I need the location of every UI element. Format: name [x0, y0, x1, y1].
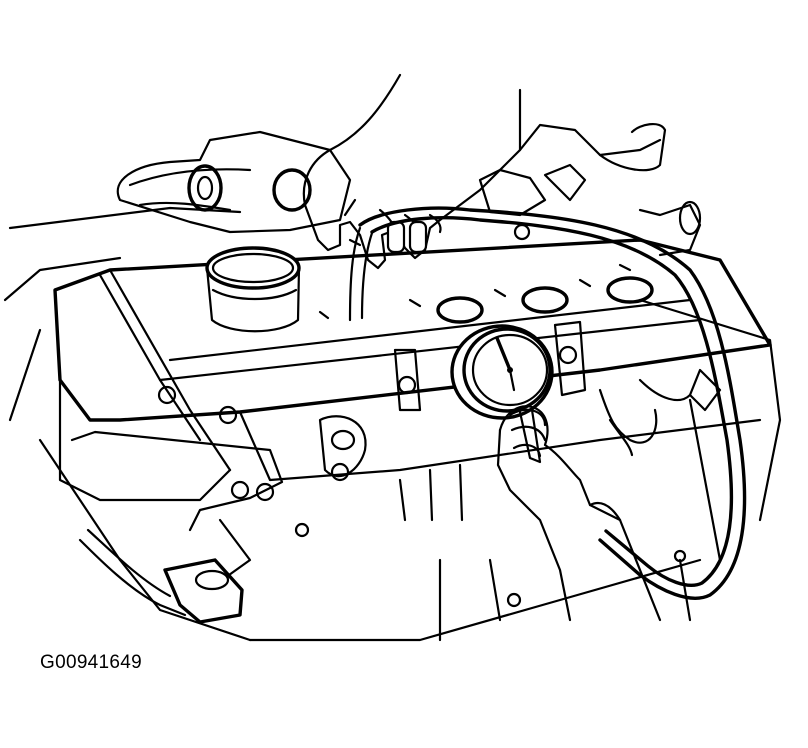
vacuum-hose: [78, 528, 187, 617]
figure-id-label: G00941649: [40, 652, 143, 673]
cover-bolts: [157, 320, 687, 608]
ignition-coil-assembly: [478, 123, 702, 257]
engine-body-outline: [3, 206, 782, 642]
exhaust-manifold: [398, 368, 722, 522]
throttle-body: [116, 130, 352, 234]
engine-bracket: [70, 415, 367, 624]
lower-hand: [496, 405, 662, 622]
upper-hand: [302, 73, 522, 270]
valve-cover: [53, 238, 772, 502]
spark-plug-wells: [318, 223, 654, 324]
gauge-hose: [348, 206, 747, 600]
oil-filler-cap: [205, 246, 301, 333]
compression-gauge: [450, 324, 554, 420]
